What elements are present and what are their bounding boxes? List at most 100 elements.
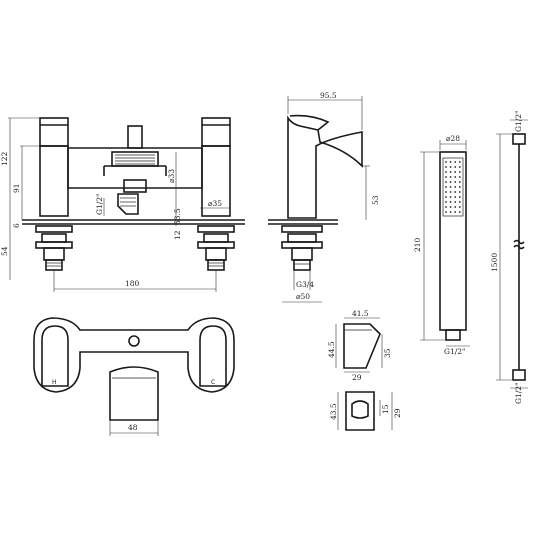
right-tail [207,259,225,271]
dim-95-5: 95.5 [320,91,337,100]
spray-nozzle [458,211,461,213]
top-view-outline [33,317,235,393]
dim-54: 54 [0,246,9,256]
right-handle [201,117,231,147]
spray-nozzle [445,196,447,198]
spray-nozzle [458,176,461,178]
left-handle [39,117,69,147]
hose-holder: 43.5 15 29 [329,391,402,431]
dim-g3-4: G3/4 [296,280,314,289]
dim-1500: 1500 [490,253,499,272]
hand-shower: ⌀28 210 G1/2" [413,134,470,356]
spray-nozzle [445,166,447,168]
spray-nozzle [449,201,452,203]
dim-180: 180 [125,279,140,288]
dim-bath-thread: G1/2" [95,193,104,215]
spray-nozzle [458,191,461,193]
shower-hose: 1500 G1/2" G1/2" [490,110,528,404]
spout-top [109,366,159,421]
spray-nozzle [454,171,457,173]
spray-nozzle [454,186,457,188]
cold-label: C [211,379,215,386]
dim-48: 48 [128,423,138,432]
spray-nozzle [454,196,457,198]
dim-91: 91 [12,183,21,193]
dim-41-5: 41.5 [352,309,369,318]
spray-nozzle [445,191,447,193]
spray-nozzle [445,176,447,178]
diverter-knob [127,125,143,149]
hand-shower-thread [445,329,461,341]
hose-bottom-nut [512,369,526,381]
dim-210: 210 [413,237,422,252]
spray-nozzle [445,171,447,173]
dim-holder-29: 29 [393,408,402,418]
dim-6: 6 [12,223,21,228]
spray-nozzle [454,176,457,178]
dim-hand-thread: G1/2" [444,347,466,356]
spray-nozzle [454,206,457,208]
top-view-right-handle [199,325,227,387]
hose-outlet-nut [123,179,147,193]
bracket-outline [343,323,381,369]
spray-nozzle [458,161,461,163]
spray-nozzle [449,211,452,213]
wall-bracket: 44.5 41.5 35 29 [327,309,392,382]
spray-nozzle [458,186,461,188]
spray-nozzle [458,206,461,208]
right-column [201,145,231,217]
dim-53-5: 53.5 [173,208,182,225]
hose-outlet-elbow [117,193,139,215]
dim-35: 35 [383,348,392,358]
spray-nozzle [449,161,452,163]
mixer-body [67,147,203,189]
dim-hose-top-thread: G1/2" [514,110,523,132]
spray-nozzle [449,191,452,193]
bath-mixer-front-view: 122 91 6 54 180 G1/2" ⌀33 53.5 12 ⌀35 [0,117,245,292]
hand-shower-body [439,151,467,331]
spray-nozzle [449,171,452,173]
spray-nozzles [445,161,461,213]
spray-nozzle [454,191,457,193]
spray-nozzle [454,181,457,183]
spray-nozzle [454,161,457,163]
spout-washer [281,225,323,233]
dim-dia50: ⌀50 [296,292,310,301]
spray-nozzle [454,166,457,168]
spray-nozzle [454,211,457,213]
spray-nozzle [458,171,461,173]
dim-hose-bottom-thread: G1/2" [514,382,523,404]
dim-12: 12 [173,230,182,240]
spray-nozzle [458,201,461,203]
dim-44-5: 44.5 [327,341,336,358]
spray-nozzle [449,166,452,168]
spout-tail [293,259,311,271]
spray-nozzle [445,201,447,203]
spout-side-view: 95.5 53 G3/4 ⌀50 [268,91,380,303]
dim-dia35: ⌀35 [208,199,222,208]
holder-outline [345,391,375,431]
dim-53: 53 [371,195,380,205]
spray-nozzle [458,181,461,183]
spray-nozzle [445,161,447,163]
spray-nozzle [445,181,447,183]
spray-nozzle [458,166,461,168]
spray-face [442,157,464,217]
dim-29: 29 [352,373,362,382]
hot-label: H [52,379,57,386]
spray-nozzle [449,181,452,183]
spray-nozzle [445,186,447,188]
dim-15: 15 [381,404,390,414]
dim-43-5: 43.5 [329,403,338,420]
spray-nozzle [449,196,452,198]
left-washer [35,225,73,233]
spray-nozzle [445,211,447,213]
spray-nozzle [454,201,457,203]
right-washer [197,225,235,233]
spray-nozzle [445,206,447,208]
holder-clip [351,400,369,419]
hose-top-nut [512,133,526,145]
spray-nozzle [449,176,452,178]
top-view-left-handle [41,325,69,387]
